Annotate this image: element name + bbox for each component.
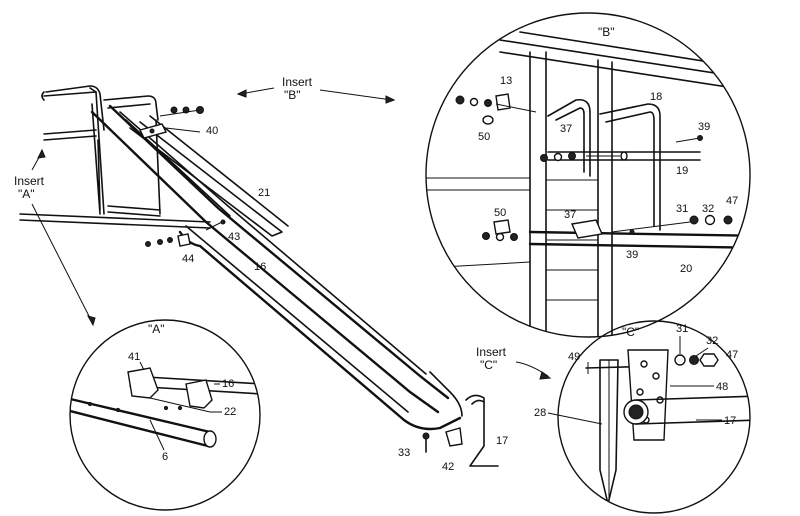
insert-a-label-line2: "A" [18, 187, 35, 201]
part-label: 21 [258, 187, 270, 199]
insert-a-callout: Insert "A" [14, 148, 96, 327]
part-label: 49 [568, 351, 580, 363]
insert-b-callout: Insert "B" [236, 75, 396, 104]
insert-c-detail: "C" 31 32 49 47 [534, 320, 751, 514]
part-label: 16 [222, 378, 234, 390]
part-label: 31 [676, 203, 688, 215]
part-label: 31 [676, 323, 688, 335]
part-label: 39 [626, 249, 638, 261]
insert-a-label-line1: Insert [14, 174, 45, 188]
part-label: 39 [698, 121, 710, 133]
part-label: 16 [254, 261, 266, 273]
main-part-labels: 40 21 43 44 16 33 42 17 [182, 125, 508, 473]
insert-b-label-line2: "B" [284, 88, 301, 102]
part-label: 33 [398, 447, 410, 459]
part-label: 47 [726, 349, 738, 361]
part-label: 42 [442, 461, 454, 473]
insert-b-title: "B" [598, 25, 615, 39]
part-label: 17 [724, 415, 736, 427]
part-label: 47 [726, 195, 738, 207]
part-label: 50 [494, 207, 506, 219]
part-label: 43 [228, 231, 240, 243]
part-label: 32 [706, 335, 718, 347]
part-label: 37 [560, 123, 572, 135]
part-label: 13 [500, 75, 512, 87]
insert-c-label-line2: "C" [480, 358, 497, 372]
part-label: 28 [534, 407, 546, 419]
part-label: 22 [224, 406, 236, 418]
part-label: 48 [716, 381, 728, 393]
slide-assembly [19, 85, 499, 467]
insert-c-label-line1: Insert [476, 345, 507, 359]
part-label: 32 [702, 203, 714, 215]
part-label: 19 [676, 165, 688, 177]
part-label: 18 [650, 91, 662, 103]
insert-b-label-line1: Insert [282, 75, 313, 89]
insert-a-detail: "A" 41 16 22 6 [69, 319, 261, 511]
insert-a-title: "A" [148, 322, 165, 336]
insert-b-detail: "B" [425, 12, 751, 338]
part-label: 40 [206, 125, 218, 137]
insert-c-callout: Insert "C" [476, 345, 552, 380]
insert-c-title: "C" [622, 325, 639, 339]
part-label: 20 [680, 263, 692, 275]
part-label: 6 [162, 451, 168, 463]
part-label: 50 [478, 131, 490, 143]
part-label: 37 [564, 209, 576, 221]
part-label: 44 [182, 253, 194, 265]
part-label: 41 [128, 351, 140, 363]
part-label: 17 [496, 435, 508, 447]
